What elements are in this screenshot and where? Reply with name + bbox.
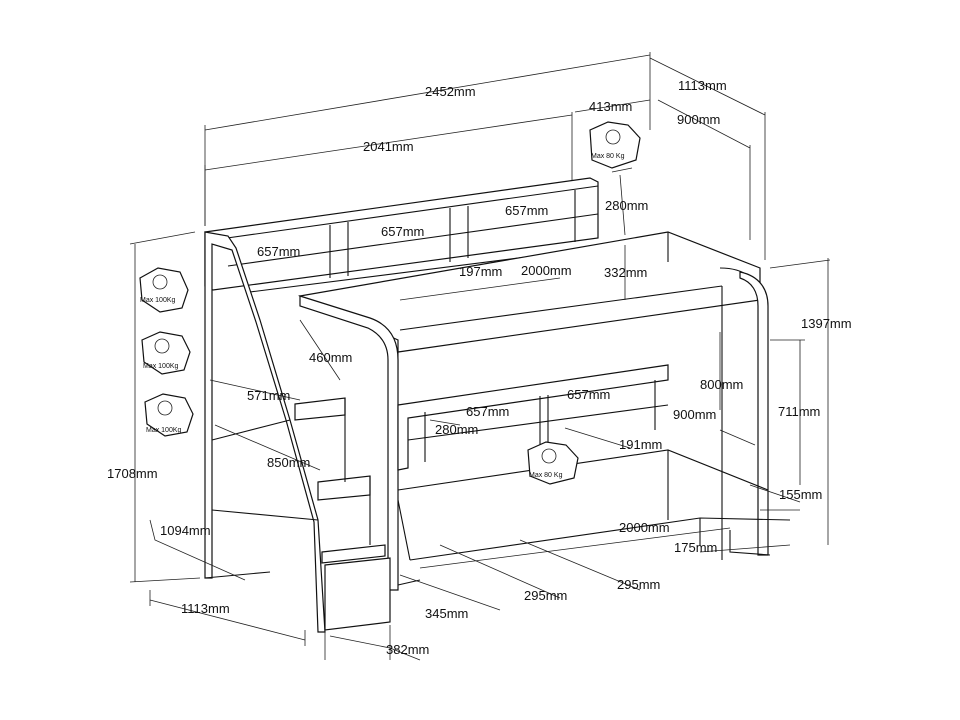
dim-top-shelf-right: 657mm xyxy=(505,203,548,218)
dim-step-offset: 571mm xyxy=(247,388,290,403)
dim-guard-height: 460mm xyxy=(309,350,352,365)
badge-80-label-top: Max 80 Kg xyxy=(591,153,625,160)
weight-badge-100-b: Max 100Kg xyxy=(141,331,191,375)
dim-stair-width: 1113mm xyxy=(181,601,230,616)
dim-low-bed-depth: 900mm xyxy=(673,407,716,422)
dim-top-rail-height: 332mm xyxy=(604,265,647,280)
weight-badge-100-c: Max 100Kg xyxy=(144,393,194,437)
dim-step-width: 382mm xyxy=(386,642,429,657)
dim-top-shelf-mid: 657mm xyxy=(381,224,424,239)
badge-100-label-b: Max 100Kg xyxy=(143,363,179,370)
dim-drawer-depth-b: 295mm xyxy=(617,577,660,592)
dim-shelf-length: 2041mm xyxy=(363,139,414,154)
dim-stair-depth: 850mm xyxy=(267,455,310,470)
dim-low-shelf-height: 280mm xyxy=(435,422,478,437)
dim-side-height: 711mm xyxy=(778,404,820,419)
dim-top-shelf-height: 280mm xyxy=(605,198,648,213)
weight-badge-100-a: Max 100Kg xyxy=(139,267,189,313)
dim-total-length: 2452mm xyxy=(425,84,476,99)
dim-top-shelf-depth: 197mm xyxy=(459,264,502,279)
dim-total-height: 1397mm xyxy=(801,316,852,331)
weight-badge-80-top: Max 80 Kg xyxy=(589,121,641,169)
dim-leg-depth: 175mm xyxy=(674,540,717,555)
dim-low-bed-length: 2000mm xyxy=(619,520,670,535)
weight-badges: Max 80 Kg Max 100Kg Max 100Kg Max 100Kg … xyxy=(139,121,641,485)
bed-structure xyxy=(204,177,791,633)
dim-drawer-depth-a: 295mm xyxy=(524,588,567,603)
weight-badge-80-bottom: Max 80 Kg xyxy=(527,441,579,485)
dimension-lines xyxy=(129,52,831,661)
dim-low-shelf-right: 657mm xyxy=(567,387,610,402)
dim-clearance: 800mm xyxy=(700,377,743,392)
dim-top-bed-length: 2000mm xyxy=(521,263,572,278)
dim-bed-depth-top: 900mm xyxy=(677,112,720,127)
badge-100-label-c: Max 100Kg xyxy=(146,427,182,434)
badge-80-label-bottom: Max 80 Kg xyxy=(529,472,563,479)
badge-100-label-a: Max 100Kg xyxy=(140,297,176,304)
dim-top-depth: 1113mm xyxy=(678,78,727,93)
dim-low-shelf-depth: 191mm xyxy=(619,437,662,452)
dim-top-shelf-left: 657mm xyxy=(257,244,300,259)
dimension-labels: 2452mm 1113mm 413mm 900mm 2041mm 280mm 6… xyxy=(107,78,852,657)
dim-step-height: 345mm xyxy=(425,606,468,621)
dim-low-shelf-left: 657mm xyxy=(466,404,509,419)
dim-overall-height: 1708mm xyxy=(107,466,158,481)
dim-base-height: 155mm xyxy=(779,487,822,502)
dim-stair-height: 1094mm xyxy=(160,523,211,538)
dim-shelf-depth: 413mm xyxy=(589,99,632,114)
